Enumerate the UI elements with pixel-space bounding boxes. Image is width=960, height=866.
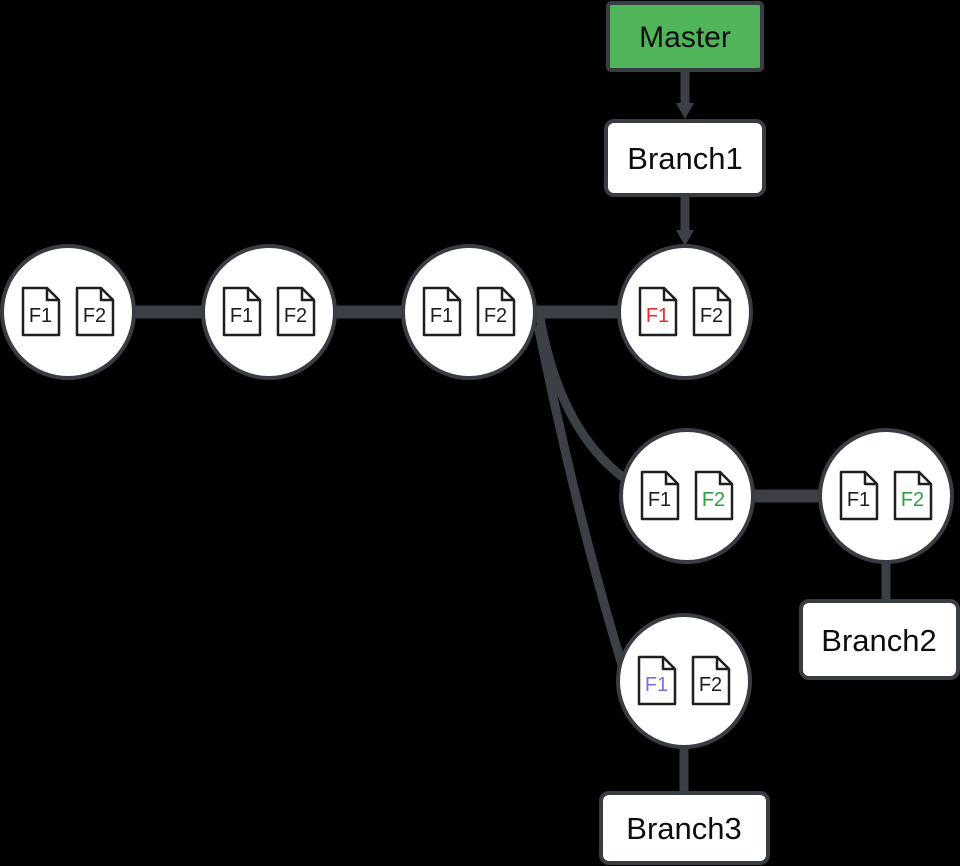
branch2-node[interactable]: Branch2 bbox=[799, 599, 960, 680]
branch1-box[interactable] bbox=[604, 119, 766, 197]
commit-circle[interactable] bbox=[818, 428, 954, 564]
file-label: F2 bbox=[901, 489, 924, 511]
file-icon-f1: F1 bbox=[637, 655, 677, 706]
file-label: F1 bbox=[648, 489, 671, 511]
branch1-label: Branch1 bbox=[627, 141, 742, 176]
branch3-node[interactable]: Branch3 bbox=[599, 791, 770, 865]
file-icon-f2: F2 bbox=[75, 286, 115, 337]
file-label: F1 bbox=[430, 305, 453, 327]
file-icon-f2: F2 bbox=[692, 286, 732, 337]
arrowhead-branch1-commit4 bbox=[676, 230, 694, 246]
master-label: Master bbox=[639, 21, 731, 54]
branch3-box[interactable] bbox=[599, 791, 770, 865]
file-icon-f1: F1 bbox=[222, 286, 262, 337]
edge-commit3-commit7 bbox=[533, 324, 627, 667]
file-label: F2 bbox=[700, 305, 723, 327]
commit-circle[interactable] bbox=[619, 428, 755, 564]
branch3-label: Branch3 bbox=[626, 811, 741, 846]
file-icon-f2: F2 bbox=[476, 286, 516, 337]
file-icon-f1: F1 bbox=[21, 286, 61, 337]
commit-circle[interactable] bbox=[617, 244, 753, 380]
file-icon-f1: F1 bbox=[422, 286, 462, 337]
file-icon-f1: F1 bbox=[638, 286, 678, 337]
commit-circle[interactable] bbox=[201, 244, 337, 380]
file-label: F2 bbox=[702, 489, 725, 511]
commit-node-6[interactable]: F1 F2 bbox=[818, 428, 954, 564]
file-icon-f2: F2 bbox=[694, 470, 734, 521]
branch2-label: Branch2 bbox=[821, 623, 936, 658]
file-label: F2 bbox=[83, 305, 106, 327]
file-label: F2 bbox=[484, 305, 507, 327]
commit-node-4[interactable]: F1 F2 bbox=[617, 244, 753, 380]
arrowhead-master-branch1 bbox=[676, 103, 694, 119]
commit-circle[interactable] bbox=[0, 244, 136, 380]
file-label: F1 bbox=[29, 305, 52, 327]
file-icon-f2: F2 bbox=[691, 655, 731, 706]
edges bbox=[130, 70, 891, 794]
commit-node-7[interactable]: F1 F2 bbox=[616, 613, 752, 749]
branch2-box[interactable] bbox=[799, 599, 960, 680]
file-label: F1 bbox=[847, 489, 870, 511]
file-icon-f2: F2 bbox=[276, 286, 316, 337]
file-label: F1 bbox=[645, 674, 668, 696]
commit-node-1[interactable]: F1 F2 bbox=[0, 244, 136, 380]
commit-circle[interactable] bbox=[616, 613, 752, 749]
file-icon-f1: F1 bbox=[640, 470, 680, 521]
master-box[interactable] bbox=[606, 1, 764, 72]
file-icon-f1: F1 bbox=[839, 470, 879, 521]
file-label: F1 bbox=[646, 305, 669, 327]
file-label: F2 bbox=[699, 674, 722, 696]
file-label: F1 bbox=[230, 305, 253, 327]
file-label: F2 bbox=[284, 305, 307, 327]
commit-node-5[interactable]: F1 F2 bbox=[619, 428, 755, 564]
commit-circle[interactable] bbox=[401, 244, 537, 380]
commit-node-3[interactable]: F1 F2 bbox=[401, 244, 537, 380]
branch1-node[interactable]: Branch1 bbox=[604, 119, 766, 197]
master-node[interactable]: Master bbox=[606, 1, 764, 72]
file-icon-f2: F2 bbox=[893, 470, 933, 521]
commit-node-2[interactable]: F1 F2 bbox=[201, 244, 337, 380]
